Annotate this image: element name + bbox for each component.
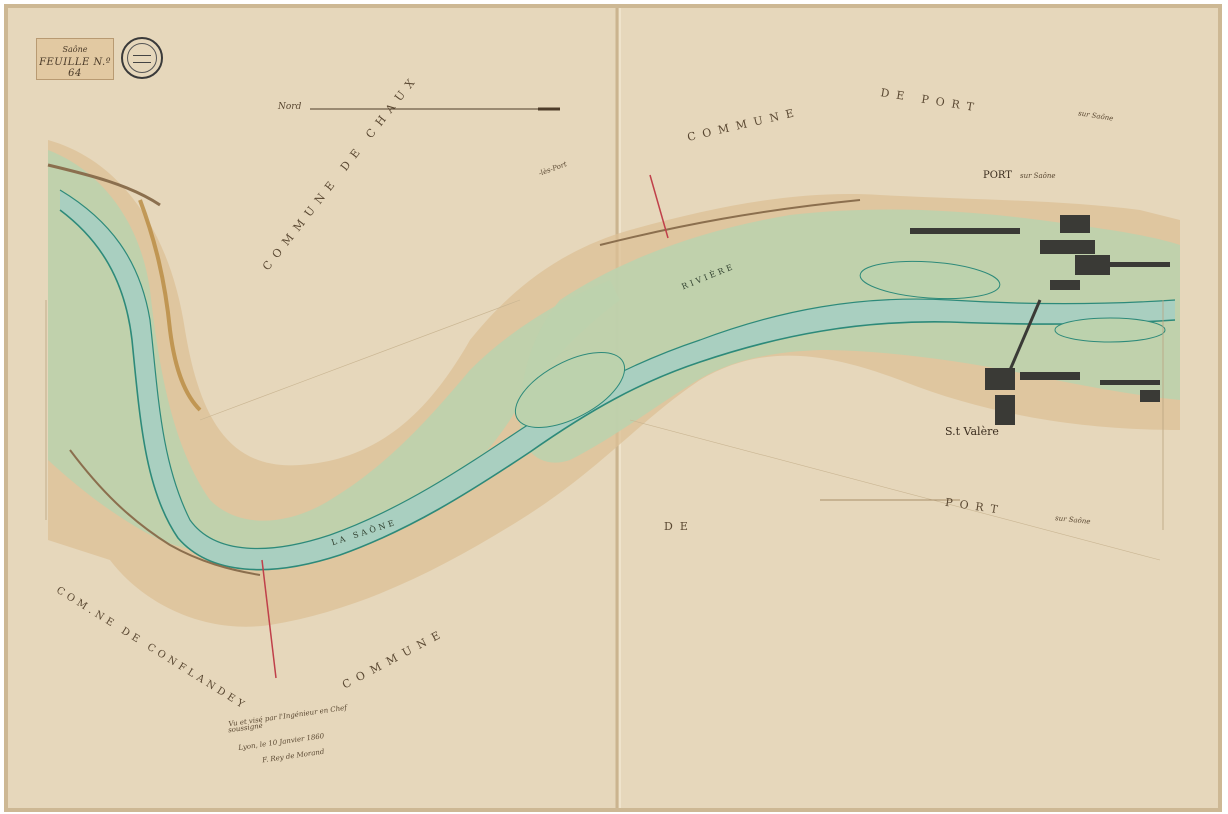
town-port-suffix: sur Saône bbox=[1020, 172, 1056, 180]
cartouche-sheet-number: FEUILLE N.º 64 bbox=[39, 57, 111, 79]
town-port-sur-saone bbox=[910, 215, 1170, 290]
road-west bbox=[47, 163, 161, 207]
sheet-cartouche: Saône FEUILLE N.º 64 bbox=[36, 38, 114, 80]
survey-line-1 bbox=[199, 299, 521, 421]
commune-de-bottom-label: DE bbox=[664, 520, 695, 533]
river-bank-line-north bbox=[59, 189, 1176, 550]
cartouche-river: Saône bbox=[62, 45, 88, 54]
bridge bbox=[1008, 299, 1042, 371]
island-far-east bbox=[1054, 317, 1166, 343]
island-west bbox=[514, 352, 626, 428]
west-bank-escarpment bbox=[138, 199, 202, 412]
meadow-zone-west bbox=[48, 150, 620, 555]
boundary-south bbox=[261, 559, 277, 679]
survey-line-2 bbox=[629, 419, 1161, 561]
meadow-zone-east bbox=[520, 209, 1180, 463]
road-south bbox=[69, 449, 261, 576]
town-st-valere bbox=[985, 368, 1160, 425]
town-st-valere-label: S.t Valère bbox=[945, 425, 999, 438]
river-bank-line bbox=[59, 209, 1176, 571]
archive-stamp bbox=[121, 37, 163, 79]
road-north bbox=[599, 199, 861, 246]
town-port-label: PORT bbox=[983, 170, 1012, 181]
north-label: Nord bbox=[278, 102, 302, 112]
paper-edge bbox=[4, 4, 1222, 812]
island-east bbox=[859, 260, 1001, 300]
boundary-north bbox=[649, 174, 669, 239]
